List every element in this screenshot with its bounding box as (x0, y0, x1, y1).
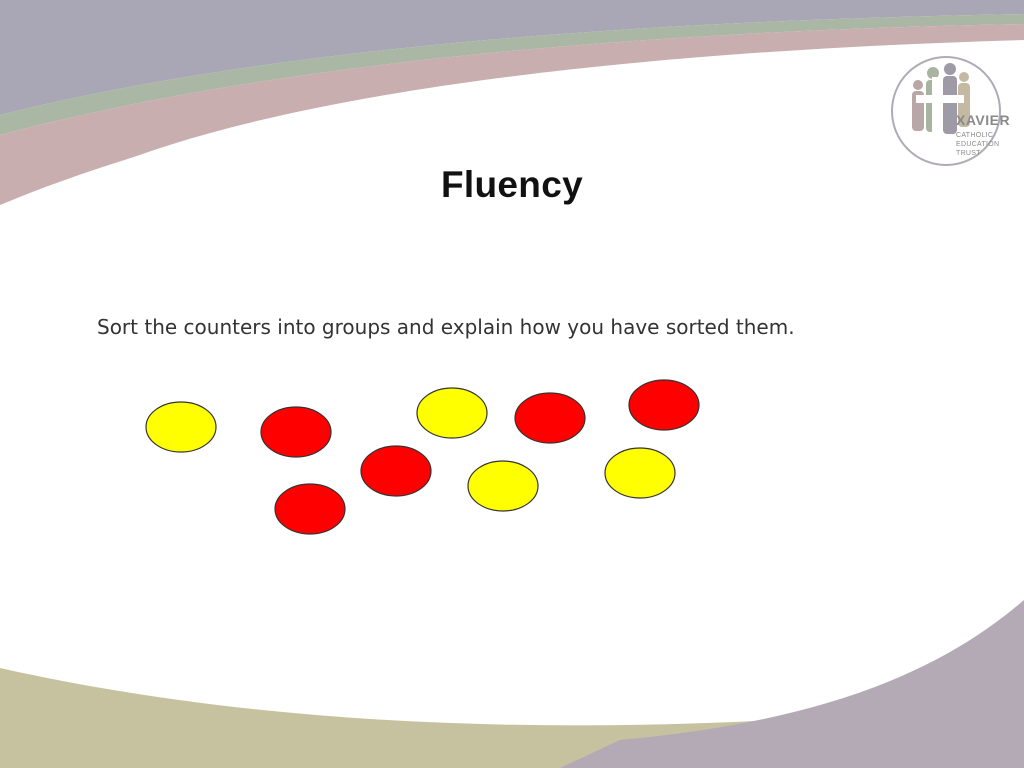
top-band-grey (0, 0, 1024, 115)
white-area (0, 40, 1024, 718)
yellow-counter (467, 460, 539, 512)
yellow-counter (145, 401, 217, 453)
red-counter (628, 379, 700, 431)
yellow-counter (604, 447, 676, 499)
yellow-counter (416, 387, 488, 439)
red-counter (274, 483, 346, 535)
bottom-band-purple (560, 600, 1024, 768)
slide-title: Fluency (441, 164, 583, 205)
red-counter (514, 392, 586, 444)
xavier-logo (891, 56, 1001, 166)
logo-line-catholic: CATHOLIC (956, 132, 994, 139)
logo-line-trust: TRUST (956, 150, 981, 157)
top-band-pink (0, 24, 1024, 205)
instruction-text: Sort the counters into groups and explai… (97, 315, 795, 339)
logo-name: XAVIER (956, 112, 1011, 128)
red-counter (260, 406, 332, 458)
red-counter (360, 445, 432, 497)
logo-line-education: EDUCATION (956, 141, 1000, 148)
top-band-green (0, 14, 1024, 135)
